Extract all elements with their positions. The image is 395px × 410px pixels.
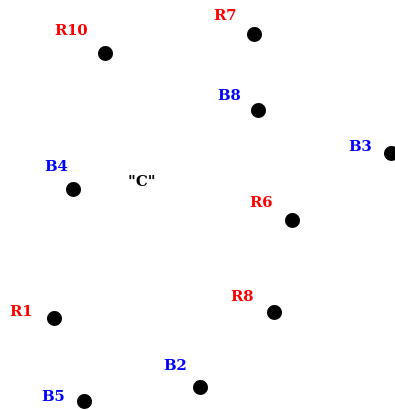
center-annotation: "C" — [128, 172, 156, 190]
point-dot — [46, 310, 62, 326]
point-label: R7 — [214, 6, 237, 24]
point-label: B4 — [45, 157, 68, 175]
point-dot — [383, 145, 395, 161]
point-label: R1 — [10, 302, 33, 320]
point-label: B5 — [42, 387, 65, 405]
point-dot — [97, 45, 113, 61]
point-label: R8 — [231, 287, 254, 305]
point-dot — [76, 393, 92, 409]
point-dot — [284, 212, 300, 228]
point-label: B3 — [349, 137, 372, 155]
point-dot — [250, 102, 266, 118]
point-label: B2 — [164, 356, 187, 374]
point-dot — [246, 26, 262, 42]
point-dot — [266, 304, 282, 320]
point-label: B8 — [218, 86, 241, 104]
point-dot — [65, 181, 81, 197]
point-label: R10 — [55, 21, 88, 39]
point-dot — [192, 379, 208, 395]
point-label: R6 — [250, 193, 273, 211]
